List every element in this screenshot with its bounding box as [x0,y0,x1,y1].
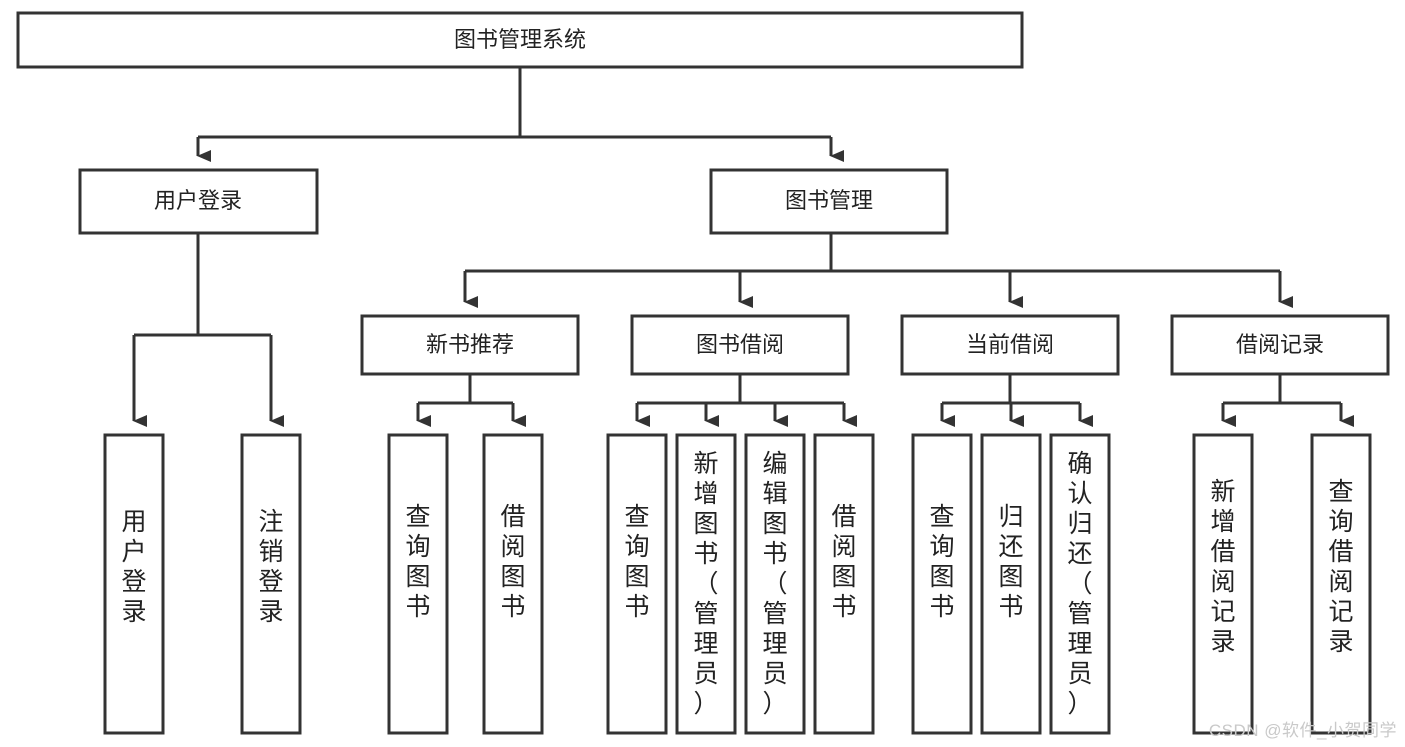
node-leaf-query-book-c-box[interactable] [911,433,973,735]
node-leaf-query-book-a[interactable]: 查询图书 [387,433,449,735]
watermark-text: CSDN @软件_小贺同学 [1208,721,1397,740]
node-leaf-query-book-c[interactable]: 查询图书 [911,433,973,735]
node-leaf-logout-label: 注销登录 [258,508,283,626]
node-leaf-return-book[interactable]: 归还图书 [980,433,1042,735]
node-book-manage[interactable]: 图书管理 [709,168,949,235]
node-user-login-label: 用户登录 [154,188,242,213]
node-leaf-return-book-box[interactable] [980,433,1042,735]
node-leaf-edit-book-box[interactable] [744,433,806,735]
node-leaf-return-book-label: 归还图书 [998,503,1023,621]
node-leaf-query-book-a-box[interactable] [387,433,449,735]
node-borrow-record-label: 借阅记录 [1236,332,1324,357]
node-current-borrow[interactable]: 当前借阅 [900,314,1120,376]
node-leaf-query-book-b-label: 查询图书 [624,503,649,621]
node-root-label: 图书管理系统 [454,27,586,52]
node-book-borrow[interactable]: 图书借阅 [630,314,850,376]
node-leaf-borrow-book-b-box[interactable] [813,433,875,735]
node-leaf-confirm-return-label: 确认归还（管理员） [1067,450,1092,718]
node-leaf-query-record-box[interactable] [1310,433,1372,735]
node-leaf-add-record[interactable]: 新增借阅记录 [1192,433,1254,735]
node-leaf-borrow-book-a-label: 借阅图书 [500,503,525,621]
node-leaf-logout-box[interactable] [240,433,302,735]
node-root-box[interactable] [16,11,1024,69]
node-borrow-record[interactable]: 借阅记录 [1170,314,1390,376]
node-borrow-record-box[interactable] [1170,314,1390,376]
node-new-book-recommend-box[interactable] [360,314,580,376]
node-leaf-add-book[interactable]: 新增图书（管理员） [675,433,737,735]
node-new-book-recommend-label: 新书推荐 [426,332,514,357]
node-leaf-logout[interactable]: 注销登录 [240,433,302,735]
node-leaf-confirm-return[interactable]: 确认归还（管理员） [1049,433,1111,735]
node-leaf-add-book-label: 新增图书（管理员） [693,450,718,718]
node-leaf-add-record-label: 新增借阅记录 [1210,478,1235,656]
node-leaf-confirm-return-box[interactable] [1049,433,1111,735]
node-book-manage-box[interactable] [709,168,949,235]
node-leaf-add-book-box[interactable] [675,433,737,735]
edge-group [132,67,1354,427]
node-leaf-edit-book-label: 编辑图书（管理员） [762,450,787,718]
node-leaf-query-record[interactable]: 查询借阅记录 [1310,433,1372,735]
node-book-borrow-label: 图书借阅 [696,332,784,357]
node-leaf-user-login-label: 用户登录 [121,508,146,626]
node-leaf-query-book-b[interactable]: 查询图书 [606,433,668,735]
node-leaf-borrow-book-b-label: 借阅图书 [831,503,856,621]
node-current-borrow-box[interactable] [900,314,1120,376]
node-leaf-query-book-c-label: 查询图书 [929,503,954,621]
node-new-book-recommend[interactable]: 新书推荐 [360,314,580,376]
node-leaf-query-record-label: 查询借阅记录 [1328,478,1353,656]
node-leaf-borrow-book-a-box[interactable] [482,433,544,735]
node-leaf-add-record-box[interactable] [1192,433,1254,735]
node-book-manage-label: 图书管理 [785,188,873,213]
node-leaf-edit-book[interactable]: 编辑图书（管理员） [744,433,806,735]
node-leaf-query-book-a-label: 查询图书 [405,503,430,621]
node-leaf-query-book-b-box[interactable] [606,433,668,735]
node-current-borrow-label: 当前借阅 [966,332,1054,357]
node-user-login-box[interactable] [78,168,319,235]
node-leaf-borrow-book-b[interactable]: 借阅图书 [813,433,875,735]
node-leaf-borrow-book-a[interactable]: 借阅图书 [482,433,544,735]
node-root[interactable]: 图书管理系统 [16,11,1024,69]
node-leaf-user-login[interactable]: 用户登录 [103,433,165,735]
node-book-borrow-box[interactable] [630,314,850,376]
node-leaf-user-login-box[interactable] [103,433,165,735]
node-user-login[interactable]: 用户登录 [78,168,319,235]
